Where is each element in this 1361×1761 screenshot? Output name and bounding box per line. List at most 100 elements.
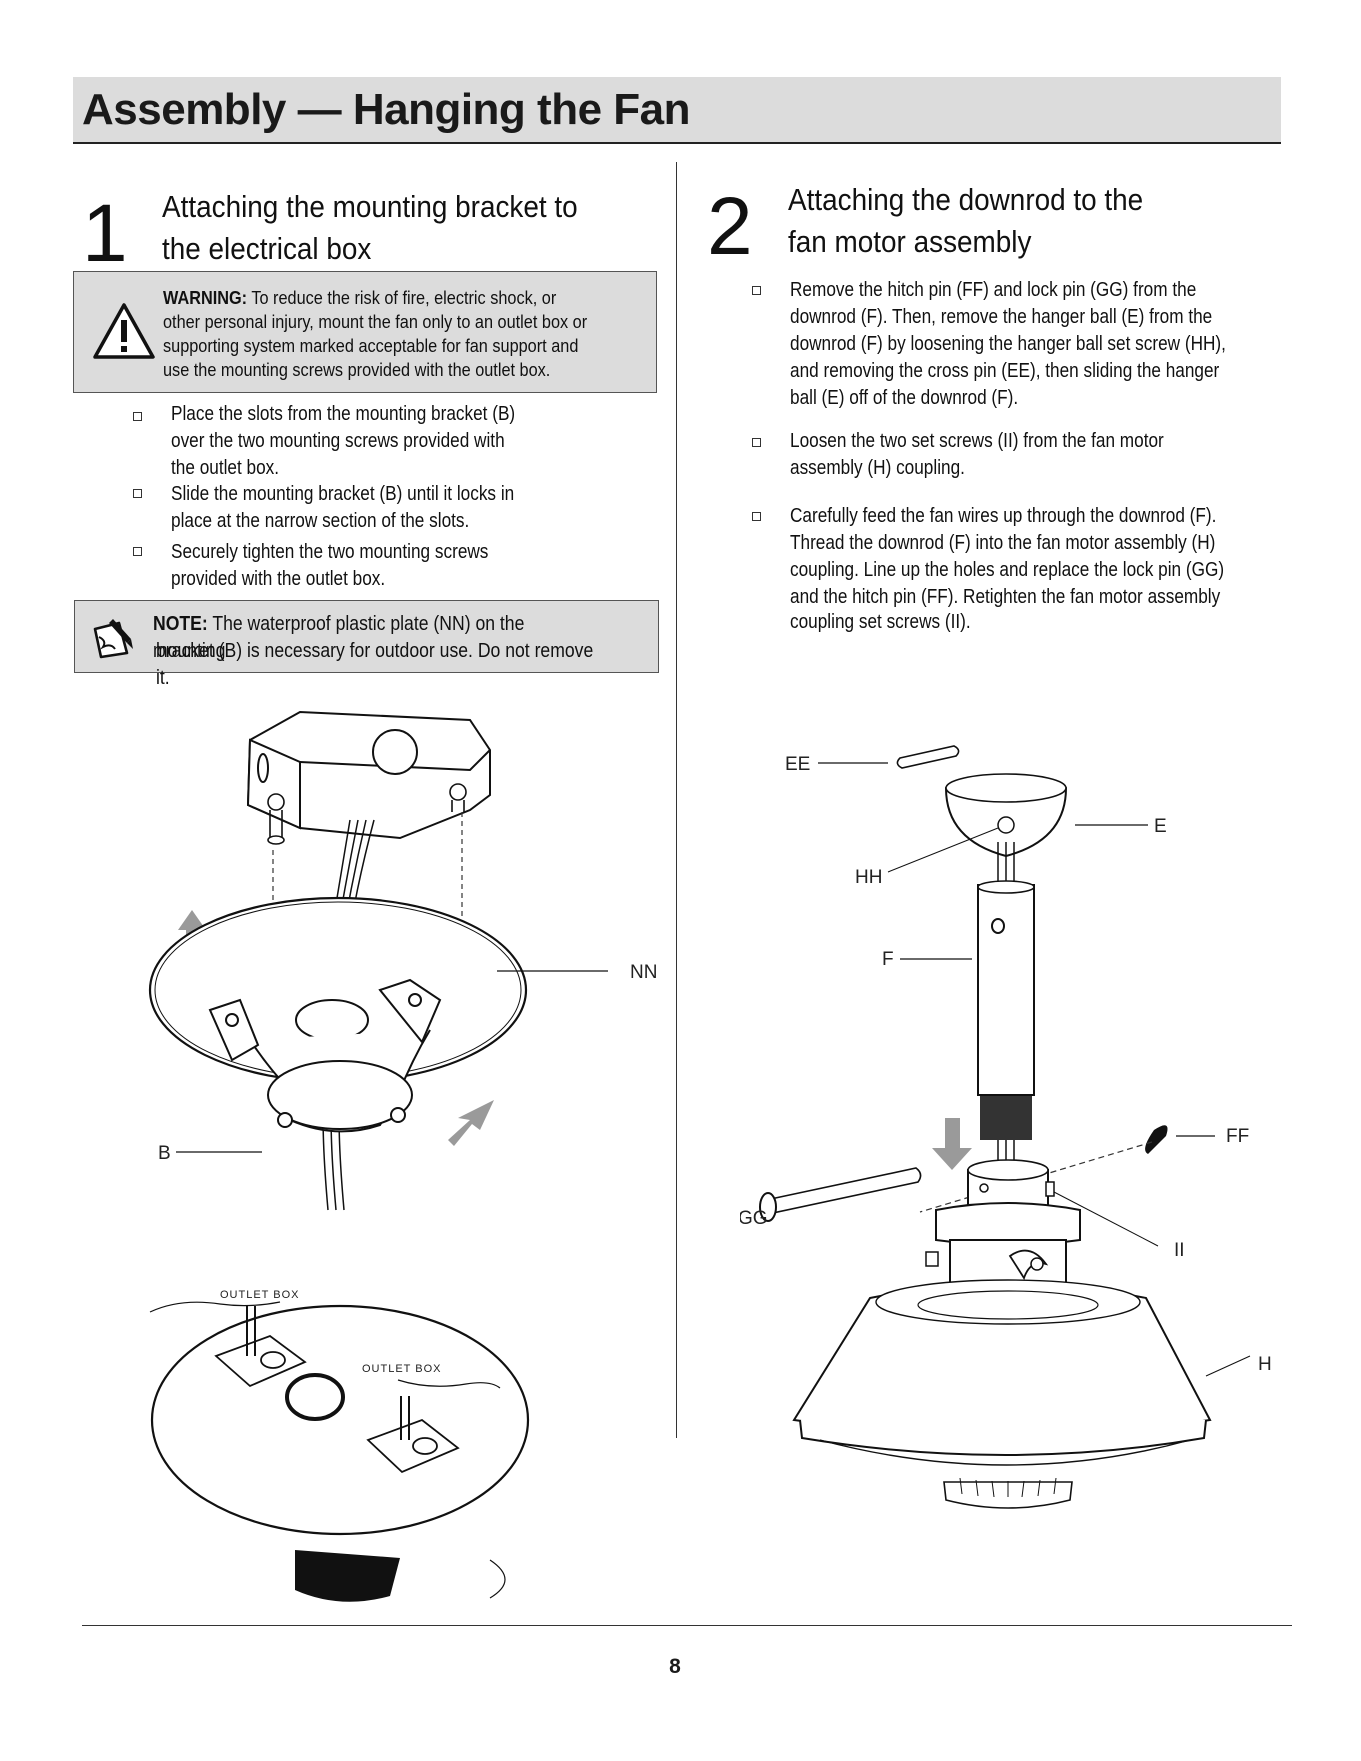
label-outlet-box-1: OUTLET BOX	[220, 1289, 299, 1301]
h-leader	[1205, 1355, 1251, 1377]
footer-divider	[82, 1625, 1292, 1626]
step-1-bullet-2-line-2: place at the narrow section of the slots…	[171, 510, 470, 532]
note-box: NOTE: The waterproof plastic plate (NN) …	[74, 600, 659, 689]
step-2-bullet-1-line-5: ball (E) off of the downrod (F).	[790, 387, 1019, 409]
motor-ring-inner	[917, 1290, 1099, 1320]
warning-line-1: WARNING: To reduce the risk of fire, ele…	[163, 286, 556, 311]
arrow-icon	[932, 1118, 972, 1170]
wire	[489, 1559, 506, 1599]
arrow-icon	[448, 1100, 494, 1146]
bullet-marker	[752, 438, 761, 447]
label-ee: EE	[785, 754, 810, 775]
clip-screw	[1030, 1257, 1044, 1271]
mounting-screws	[267, 783, 467, 845]
step-1-number: 1	[82, 188, 128, 279]
plate-top	[150, 1304, 530, 1536]
label-e: E	[1154, 816, 1167, 837]
set-screw	[925, 1251, 939, 1267]
page-number: 8	[669, 1655, 681, 1678]
label-outlet-box-2: OUTLET BOX	[362, 1363, 441, 1375]
label-f: F	[882, 949, 894, 970]
downrod-hole	[991, 918, 1005, 934]
step-1-title-line-1: Attaching the mounting bracket to	[162, 189, 578, 224]
center-hole	[285, 1373, 345, 1421]
lock-pin-head	[759, 1192, 777, 1222]
column-divider	[676, 162, 677, 1438]
step-2-bullet-3-line-1: Carefully feed the fan wires up through …	[790, 505, 1217, 527]
label-ii: II	[1174, 1240, 1185, 1261]
step-1-bullet-1-line-3: the outlet box.	[171, 457, 280, 479]
cross-pin	[896, 745, 960, 769]
warning-line-3: supporting system marked acceptable for …	[163, 335, 579, 356]
hitch-pin	[1145, 1125, 1168, 1154]
step-1-bullet-3-line-1: Securely tighten the two mounting screws	[171, 541, 489, 563]
step-2-bullet-2-line-2: assembly (H) coupling.	[790, 457, 965, 479]
step-2-title-line-2: fan motor assembly	[788, 224, 1032, 259]
warning-text-1: To reduce the risk of fire, electric sho…	[247, 287, 557, 308]
warning-label: WARNING:	[163, 287, 248, 308]
label-hh: HH	[855, 867, 882, 888]
step-2-number: 2	[707, 181, 753, 272]
mounting-bracket-diagram: NN B	[148, 710, 657, 1211]
page-title: Assembly — Hanging the Fan	[82, 85, 690, 134]
outlet-box-leader	[149, 1301, 281, 1313]
step-2-bullet-3-line-4: and the hitch pin (FF). Retighten the fa…	[790, 586, 1221, 608]
step-1-bullet-1-line-1: Place the slots from the mounting bracke…	[171, 403, 516, 425]
bullet-marker	[133, 489, 142, 498]
step-1-bullet-2-line-1: Slide the mounting bracket (B) until it …	[171, 483, 515, 505]
coupling-top-rim	[967, 1159, 1049, 1181]
hh-leader	[887, 827, 999, 873]
coupling-hole	[979, 1183, 989, 1193]
label-h: H	[1258, 1354, 1272, 1375]
ii-leader	[1053, 1191, 1159, 1247]
note-line-1: NOTE: The waterproof plastic plate (NN) …	[153, 611, 597, 665]
step-2-bullet-1-line-1: Remove the hitch pin (FF) and lock pin (…	[790, 279, 1197, 301]
outlet-box-leader	[397, 1379, 501, 1389]
lock-pin	[765, 1167, 922, 1215]
warning-triangle-icon	[93, 303, 155, 359]
header-band	[73, 77, 1281, 144]
bullet-marker	[133, 547, 142, 556]
step-1-bullet-3-line-2: provided with the outlet box.	[171, 568, 386, 590]
label-ff: FF	[1226, 1126, 1249, 1147]
set-screw	[997, 816, 1015, 834]
step-2-bullet-3-line-2: Thread the downrod (F) into the fan moto…	[790, 532, 1216, 554]
step-2-title-line-1: Attaching the downrod to the	[788, 182, 1144, 217]
bullet-marker	[752, 512, 761, 521]
label-nn: NN	[630, 962, 657, 983]
downrod-threads	[980, 1096, 1032, 1140]
slot	[412, 1437, 438, 1455]
note-text-1: The waterproof plastic plate (NN) on the…	[153, 613, 525, 662]
bracket-underside	[295, 1550, 400, 1602]
step-2-bullet-2-line-1: Loosen the two set screws (II) from the …	[790, 430, 1164, 452]
bullet-marker	[752, 286, 761, 295]
step-2-bullet-1-line-3: downrod (F) by loosening the hanger ball…	[790, 333, 1226, 355]
hanger-ball-top	[945, 773, 1067, 803]
motor-base	[799, 1419, 1207, 1456]
step-2-bullet-1-line-2: downrod (F). Then, remove the hanger bal…	[790, 306, 1213, 328]
label-b: B	[158, 1143, 171, 1164]
warning-box: WARNING: To reduce the risk of fire, ele…	[73, 271, 657, 393]
screw-threads	[246, 1306, 410, 1440]
outlet-box	[246, 710, 491, 840]
coupling-collar	[935, 1202, 1081, 1246]
note-pencil-icon	[93, 619, 133, 659]
downrod	[977, 884, 1035, 1096]
warning-line-2: other personal injury, mount the fan onl…	[163, 311, 588, 332]
set-screw	[1045, 1181, 1055, 1197]
label-gg: GG	[740, 1208, 768, 1229]
bracket-top-view-diagram: OUTLET BOX OUTLET BOX	[149, 1289, 530, 1602]
motor-base-rim	[819, 1439, 1191, 1466]
step-2-bullet-3-line-5: coupling set screws (II).	[790, 611, 971, 633]
downrod-diagram: EE E HH F FF GG II	[740, 745, 1272, 1509]
step-1-bullet-1-line-2: over the two mounting screws provided wi…	[171, 430, 505, 452]
warning-line-4: use the mounting screws provided with th…	[163, 359, 551, 380]
motor-vents	[959, 1477, 1057, 1498]
note-line-2: bracket (B) is necessary for outdoor use…	[156, 640, 594, 689]
bullet-marker	[133, 412, 142, 421]
bracket	[208, 978, 442, 1133]
step-2-bullet-1-line-4: and removing the cross pin (EE), then sl…	[790, 360, 1220, 382]
downrod-top	[977, 880, 1035, 894]
slot	[260, 1351, 286, 1369]
step-2-bullet-3-line-3: coupling. Line up the holes and replace …	[790, 559, 1225, 581]
